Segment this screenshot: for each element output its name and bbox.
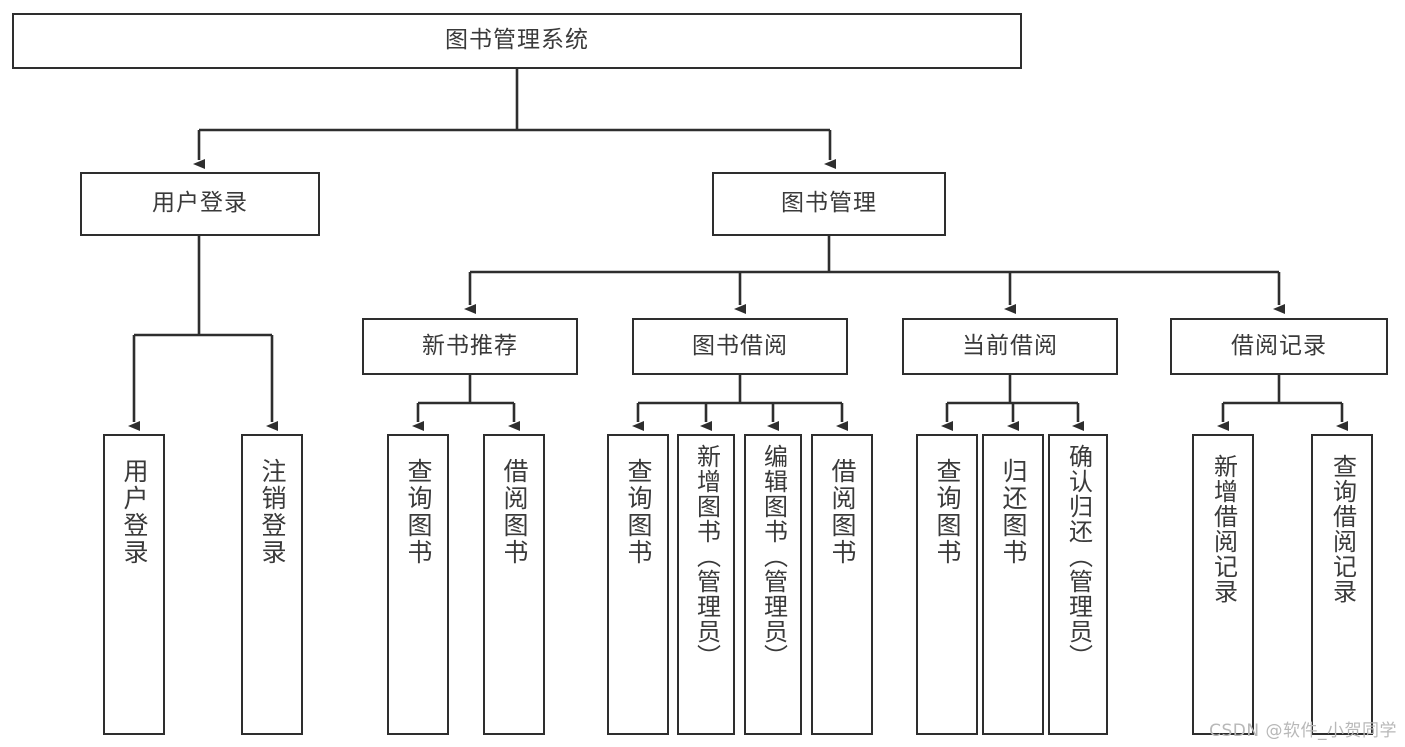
node-book-management[interactable]: 图书管理 — [712, 172, 946, 236]
node-label: 图书管理系统 — [445, 27, 589, 54]
node-label: 新增图书（管理员） — [692, 444, 721, 669]
node-leaf-add-book-admin[interactable]: 新增图书（管理员） — [677, 434, 735, 735]
node-current-borrow[interactable]: 当前借阅 — [902, 318, 1118, 375]
node-root-book-management-system[interactable]: 图书管理系统 — [12, 13, 1022, 69]
node-label: 查询图书 — [624, 458, 653, 566]
node-label: 新书推荐 — [422, 332, 518, 359]
node-leaf-user-logout[interactable]: 注销登录 — [241, 434, 303, 735]
node-borrow-record[interactable]: 借阅记录 — [1170, 318, 1388, 375]
node-label: 借阅图书 — [828, 458, 857, 566]
node-label: 确认归还（管理员） — [1064, 444, 1093, 669]
node-leaf-edit-book-admin[interactable]: 编辑图书（管理员） — [744, 434, 802, 735]
node-leaf-user-login[interactable]: 用户登录 — [103, 434, 165, 735]
node-leaf-borrow-book-new-recommend[interactable]: 借阅图书 — [483, 434, 545, 735]
node-user-login[interactable]: 用户登录 — [80, 172, 320, 236]
node-leaf-query-book-borrow[interactable]: 查询图书 — [607, 434, 669, 735]
node-label: 图书管理 — [781, 190, 877, 217]
node-leaf-add-borrow-record[interactable]: 新增借阅记录 — [1192, 434, 1254, 735]
node-label: 查询图书 — [404, 458, 433, 566]
watermark-csdn: CSDN @软件_小贺同学 — [1209, 721, 1397, 741]
node-label: 查询借阅记录 — [1328, 454, 1357, 604]
node-label: 查询图书 — [933, 458, 962, 566]
node-label: 新增借阅记录 — [1209, 454, 1238, 604]
node-label: 借阅记录 — [1231, 332, 1327, 359]
node-leaf-confirm-return-admin[interactable]: 确认归还（管理员） — [1048, 434, 1108, 735]
node-label: 编辑图书（管理员） — [759, 444, 788, 669]
node-book-borrow[interactable]: 图书借阅 — [632, 318, 848, 375]
node-label: 用户登录 — [120, 458, 149, 566]
node-label: 当前借阅 — [962, 332, 1058, 359]
node-label: 注销登录 — [258, 458, 287, 566]
node-label: 归还图书 — [999, 458, 1028, 566]
node-leaf-query-borrow-record[interactable]: 查询借阅记录 — [1311, 434, 1373, 735]
node-label: 图书借阅 — [692, 332, 788, 359]
node-label: 用户登录 — [152, 190, 248, 217]
node-leaf-return-book[interactable]: 归还图书 — [982, 434, 1044, 735]
node-leaf-query-book-new-recommend[interactable]: 查询图书 — [387, 434, 449, 735]
node-label: 借阅图书 — [500, 458, 529, 566]
node-new-book-recommend[interactable]: 新书推荐 — [362, 318, 578, 375]
node-leaf-query-book-current[interactable]: 查询图书 — [916, 434, 978, 735]
node-leaf-borrow-book-borrow[interactable]: 借阅图书 — [811, 434, 873, 735]
